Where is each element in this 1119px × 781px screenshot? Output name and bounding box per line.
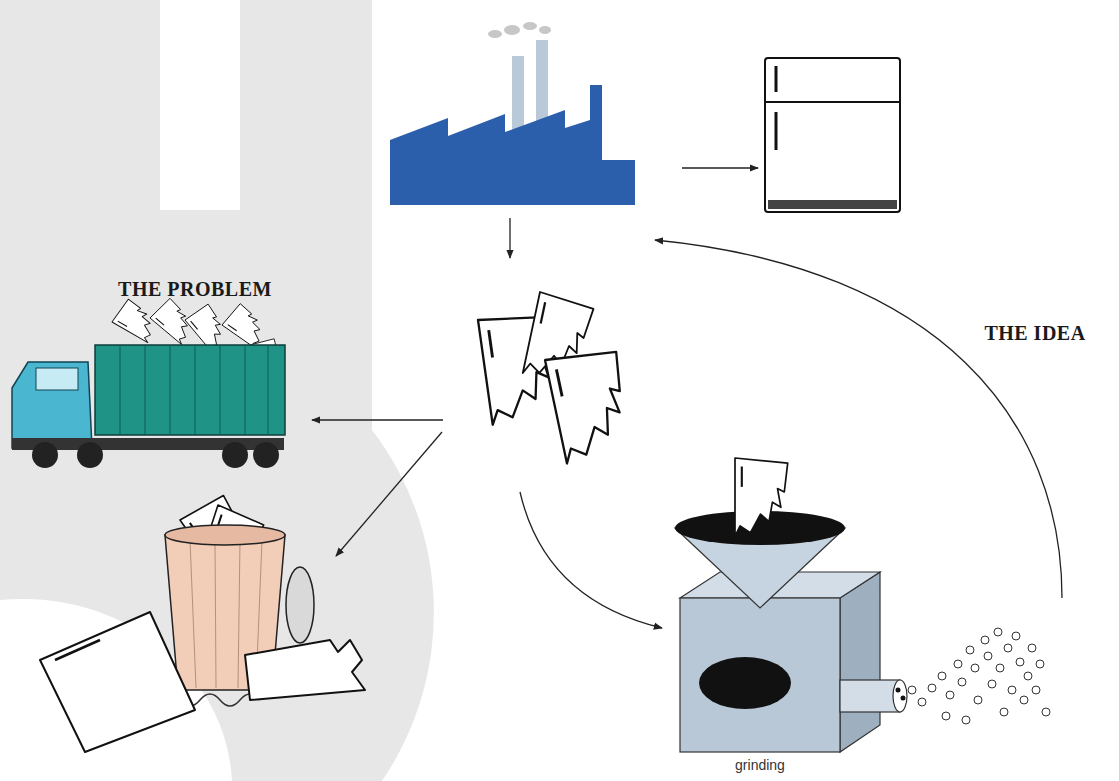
pellet xyxy=(946,691,954,699)
pellet xyxy=(1024,672,1032,680)
fridge-body xyxy=(765,58,900,212)
smoke xyxy=(488,30,502,38)
node-text: grinding xyxy=(660,757,860,773)
pellet xyxy=(996,664,1004,672)
arrow xyxy=(312,419,443,420)
broken-piece xyxy=(735,458,788,536)
truck xyxy=(12,297,286,468)
can-rim xyxy=(165,525,285,545)
wheel xyxy=(253,442,279,468)
pellet xyxy=(974,696,982,704)
pellet xyxy=(901,696,906,701)
grinder-machine: grinding xyxy=(660,757,860,773)
section-heading-group: THE PROBLEM xyxy=(95,278,295,301)
pellet xyxy=(908,686,916,694)
factory xyxy=(390,22,635,205)
pellet xyxy=(981,636,989,644)
arrow xyxy=(336,432,442,556)
pellet xyxy=(1036,660,1044,668)
pellet xyxy=(1000,708,1008,716)
pellet xyxy=(1028,644,1036,652)
arrow xyxy=(682,167,758,168)
background-notch xyxy=(160,0,240,210)
cab-window xyxy=(36,368,78,390)
wheel xyxy=(32,442,58,468)
can-lid xyxy=(286,567,314,643)
pellet xyxy=(1042,708,1050,716)
grinder-side xyxy=(840,572,880,752)
pellet xyxy=(928,684,936,692)
pellet xyxy=(896,688,901,693)
pellet xyxy=(994,628,1002,636)
fridge-base xyxy=(768,200,897,209)
pellet xyxy=(966,646,974,654)
loose-panel xyxy=(40,612,195,752)
truck-trailer xyxy=(95,345,285,435)
pellet xyxy=(1032,686,1040,694)
arrow xyxy=(509,218,510,258)
grinder xyxy=(675,458,907,752)
spout-pellets xyxy=(896,688,906,701)
pellet xyxy=(938,672,946,680)
pellet xyxy=(1016,658,1024,666)
wheel xyxy=(77,442,103,468)
loose-panel-handle xyxy=(55,640,100,660)
pellet xyxy=(958,678,966,686)
fridge-handle xyxy=(775,66,778,150)
pellet xyxy=(1012,632,1020,640)
truck-cab xyxy=(12,362,92,448)
grinder-spout xyxy=(840,680,900,712)
spout-end xyxy=(893,680,907,712)
background-band xyxy=(0,0,434,781)
smoke xyxy=(523,22,537,30)
pellet xyxy=(1008,686,1016,694)
pellet xyxy=(1020,696,1028,704)
smoke xyxy=(504,25,520,35)
pellet xyxy=(971,664,979,672)
trash-can xyxy=(40,492,365,752)
pellet xyxy=(954,660,962,668)
fridge-door-line xyxy=(765,101,900,103)
section-heading: THE IDEA xyxy=(960,322,1110,345)
broken-fridge-pieces xyxy=(478,292,637,463)
pellet xyxy=(962,716,970,724)
grinder-opening xyxy=(699,657,791,709)
arrow xyxy=(520,492,662,628)
plastic-pellets xyxy=(908,628,1050,724)
pellet xyxy=(942,712,950,720)
loose-panel xyxy=(245,640,365,700)
node-text: THE PROBLEM xyxy=(95,278,295,301)
pellet xyxy=(988,680,996,688)
broken-piece xyxy=(545,345,637,463)
chimney xyxy=(512,56,524,136)
wheel xyxy=(222,442,248,468)
pellet xyxy=(918,698,926,706)
pellet xyxy=(984,652,992,660)
grinder-front xyxy=(680,598,840,752)
smoke xyxy=(539,26,551,34)
trailer-rib xyxy=(120,345,268,435)
pellet xyxy=(1004,644,1012,652)
refrigerator xyxy=(765,58,900,212)
factory-building xyxy=(390,85,635,205)
